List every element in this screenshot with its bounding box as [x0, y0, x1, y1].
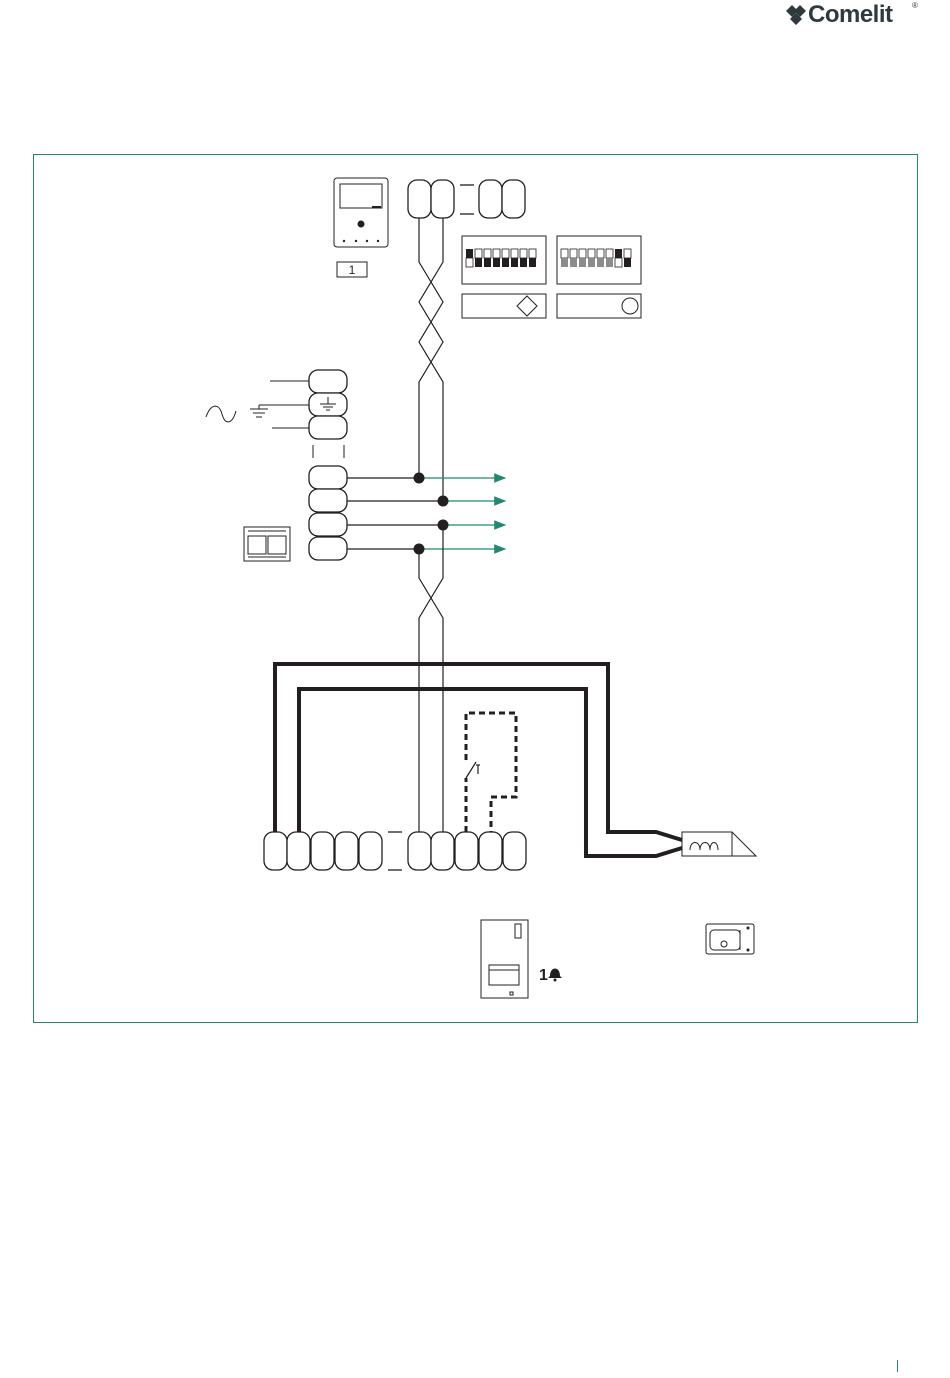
monitor-terminal-block	[408, 180, 525, 218]
entrance-panel-terminal-block	[264, 832, 526, 870]
bell-icon	[548, 969, 562, 982]
call-button-number: 1	[539, 967, 548, 984]
jumper-circle-icon	[557, 294, 641, 318]
lock-symbol	[682, 832, 756, 856]
ac-sine-icon	[206, 406, 236, 422]
page-marker	[897, 1360, 898, 1372]
push-button-switch-icon	[466, 762, 480, 778]
electric-lock-icon	[706, 924, 754, 954]
entrance-panel-icon	[481, 920, 528, 998]
din-rail-power-supply-icon	[244, 527, 290, 561]
door-open-button-wiring	[466, 713, 516, 832]
bus-cable-upper	[419, 218, 443, 500]
terminal-separator	[313, 445, 344, 458]
dip-switch-icon	[557, 236, 641, 284]
dip-switch-icon	[462, 236, 546, 284]
monitor-address-label: 1	[349, 263, 356, 277]
diagram-frame	[34, 155, 918, 1023]
video-monitor-icon	[334, 178, 388, 247]
riser-outputs	[347, 478, 505, 549]
mains-input	[250, 381, 309, 428]
bus-cable-lower	[419, 525, 443, 832]
lock-cable	[275, 664, 682, 856]
jumper-diamond-icon	[462, 294, 546, 318]
